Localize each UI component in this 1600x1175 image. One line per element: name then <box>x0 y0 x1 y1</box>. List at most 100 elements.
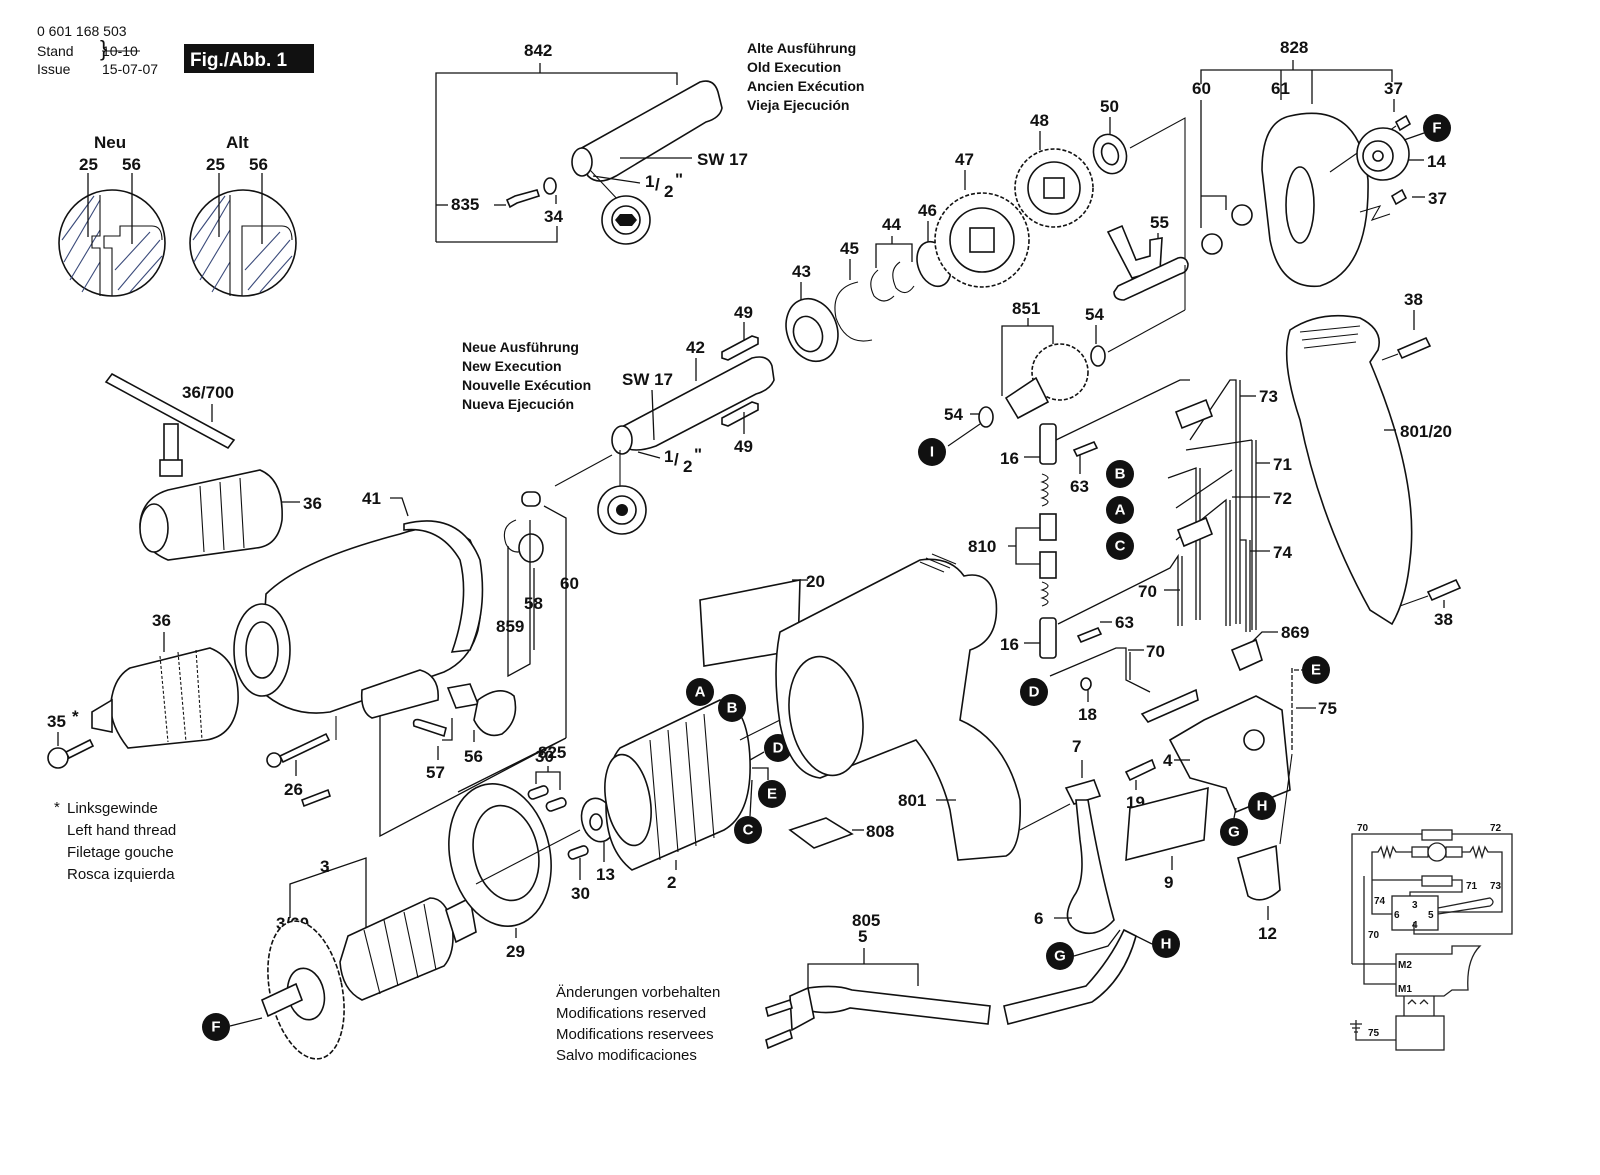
switch-assembly: D 70 18 869 4 H G E 75 12 <box>1019 623 1337 943</box>
label-plate-9 <box>1125 786 1209 862</box>
spring <box>1040 581 1049 607</box>
bushing-60 <box>1231 204 1253 226</box>
part-label-43: 43 <box>792 262 811 281</box>
part-label-48: 48 <box>1030 111 1049 130</box>
part-label-50: 50 <box>1100 97 1119 116</box>
part-label-42: 42 <box>686 338 705 357</box>
part-label-60b: 60 <box>560 574 579 593</box>
part-label-2: 2 <box>667 873 676 892</box>
schematic-label-75: 75 <box>1368 1028 1380 1039</box>
gear-housing-41 <box>259 527 483 714</box>
connector-block <box>1176 516 1214 548</box>
fraction-slash: / <box>655 175 660 194</box>
figure-label: Fig./Abb. 1 <box>190 50 288 71</box>
part-label-805: 805 <box>852 911 880 930</box>
part-label-30a: 30 <box>535 747 554 766</box>
alignment-line <box>1129 117 1186 265</box>
part-label-60a: 60 <box>1192 79 1211 98</box>
gear-851 <box>1031 343 1089 401</box>
detail-view-new: Neu 25 56 <box>58 133 166 297</box>
schematic-label-70-left: 70 <box>1368 930 1380 941</box>
part-label-47: 47 <box>955 150 974 169</box>
wire-70 <box>1057 553 1183 626</box>
connector-badge-c-stator: C <box>734 816 762 844</box>
part-label-18: 18 <box>1078 705 1097 724</box>
schematic-terminal-6: 6 <box>1394 910 1400 921</box>
pin-30 <box>527 785 549 800</box>
clip-49-lower <box>721 401 759 427</box>
modifications-de: Änderungen vorbehalten <box>556 984 720 1001</box>
old-spindle-assembly: 842 835 34 SW 17 1 / 2 " <box>435 41 748 245</box>
part-label-49a: 49 <box>734 303 753 322</box>
part-label-835: 835 <box>451 195 479 214</box>
part-label-45: 45 <box>840 239 859 258</box>
pin-30 <box>545 797 567 812</box>
cord-guard-6 <box>1066 799 1115 935</box>
spindle-tip <box>611 425 633 455</box>
profile-line <box>229 195 293 296</box>
modifications-en: Modifications reserved <box>556 1005 706 1022</box>
fraction-den: 2 <box>683 457 692 476</box>
connector-badge-g-cord: G <box>1046 942 1074 970</box>
part-label-828: 828 <box>1280 38 1308 57</box>
wiring-harness: 73 71 72 74 70 B A C <box>1055 379 1292 632</box>
auxiliary-handle: 38 801/20 38 <box>1285 290 1462 629</box>
brush-assembly: 16 63 810 16 63 <box>968 423 1134 659</box>
part-label-801-20: 801/20 <box>1400 422 1452 441</box>
handle-801-20 <box>1285 314 1413 626</box>
new-execution-note: Neue Ausführung New Execution Nouvelle E… <box>462 339 591 412</box>
plug <box>789 986 815 1032</box>
schematic-terminal-5: 5 <box>1428 910 1434 921</box>
part-label-38b: 38 <box>1434 610 1453 629</box>
connector-badge-h-switch: H <box>1248 792 1276 820</box>
wiring-schematic: 70 72 71 73 74 3 6 5 4 70 M2 M1 75 <box>1350 823 1513 1051</box>
carbon-brush <box>1039 551 1057 579</box>
part-label-29: 29 <box>506 942 525 961</box>
svg-text:E: E <box>767 786 777 803</box>
detail-label-56: 56 <box>122 155 141 174</box>
armature-shaft <box>260 982 304 1018</box>
part-label-16b: 16 <box>1000 635 1019 654</box>
wire-71 <box>1185 439 1257 630</box>
schematic-field-coil-left <box>1371 844 1412 880</box>
part-label-63b: 63 <box>1115 613 1134 632</box>
intermediate-gear-851: 851 54 54 I <box>918 265 1186 466</box>
washer-54 <box>978 406 994 428</box>
wire-74 <box>1240 539 1251 632</box>
part-label-851: 851 <box>1012 299 1040 318</box>
detail-circle-old <box>189 189 297 297</box>
fraction-slash: / <box>674 450 679 469</box>
modifications-fr: Modifications reservees <box>556 1026 714 1043</box>
spring-18 <box>1080 677 1092 691</box>
detail-label-25: 25 <box>79 155 98 174</box>
connector-badge-e-stator: E <box>758 780 786 808</box>
part-label-12: 12 <box>1258 924 1277 943</box>
screw-63 <box>1076 626 1103 644</box>
left-thread-en: Left hand thread <box>67 822 176 839</box>
keyless-chuck-assembly: 36 35 * <box>47 611 239 769</box>
gear-housing-assembly: 41 26 60 58 859 56 57 825 <box>233 489 579 838</box>
part-label-46: 46 <box>918 201 937 220</box>
connector-badge-a-wire: A <box>1106 496 1134 524</box>
part-label-44: 44 <box>882 215 901 234</box>
wire-72 <box>1175 469 1233 626</box>
shift-knob-recess <box>360 669 439 719</box>
detail-label-25: 25 <box>206 155 225 174</box>
connector-badge-i: I <box>918 438 946 466</box>
switch-4 <box>1168 695 1291 814</box>
left-thread-star: * <box>72 707 79 726</box>
schematic-motor-leads <box>1352 876 1396 985</box>
part-label-61: 61 <box>1271 79 1290 98</box>
chuck-key-36-700 <box>104 372 236 450</box>
motor-housing-801 <box>775 558 1022 861</box>
schematic-terminal-4: 4 <box>1412 920 1418 931</box>
sw17-label-old: SW 17 <box>697 150 748 169</box>
spring <box>1040 473 1049 507</box>
circlip-859 <box>503 519 527 553</box>
part-label-38a: 38 <box>1404 290 1423 309</box>
carbon-brush <box>1039 513 1057 541</box>
connector-badge-f-bottom: F <box>202 1013 230 1041</box>
connector-badge-h-cord: H <box>1152 930 1180 958</box>
motor-housing-assembly: 20 801 808 <box>699 553 1022 861</box>
spindle-tip <box>571 147 593 177</box>
